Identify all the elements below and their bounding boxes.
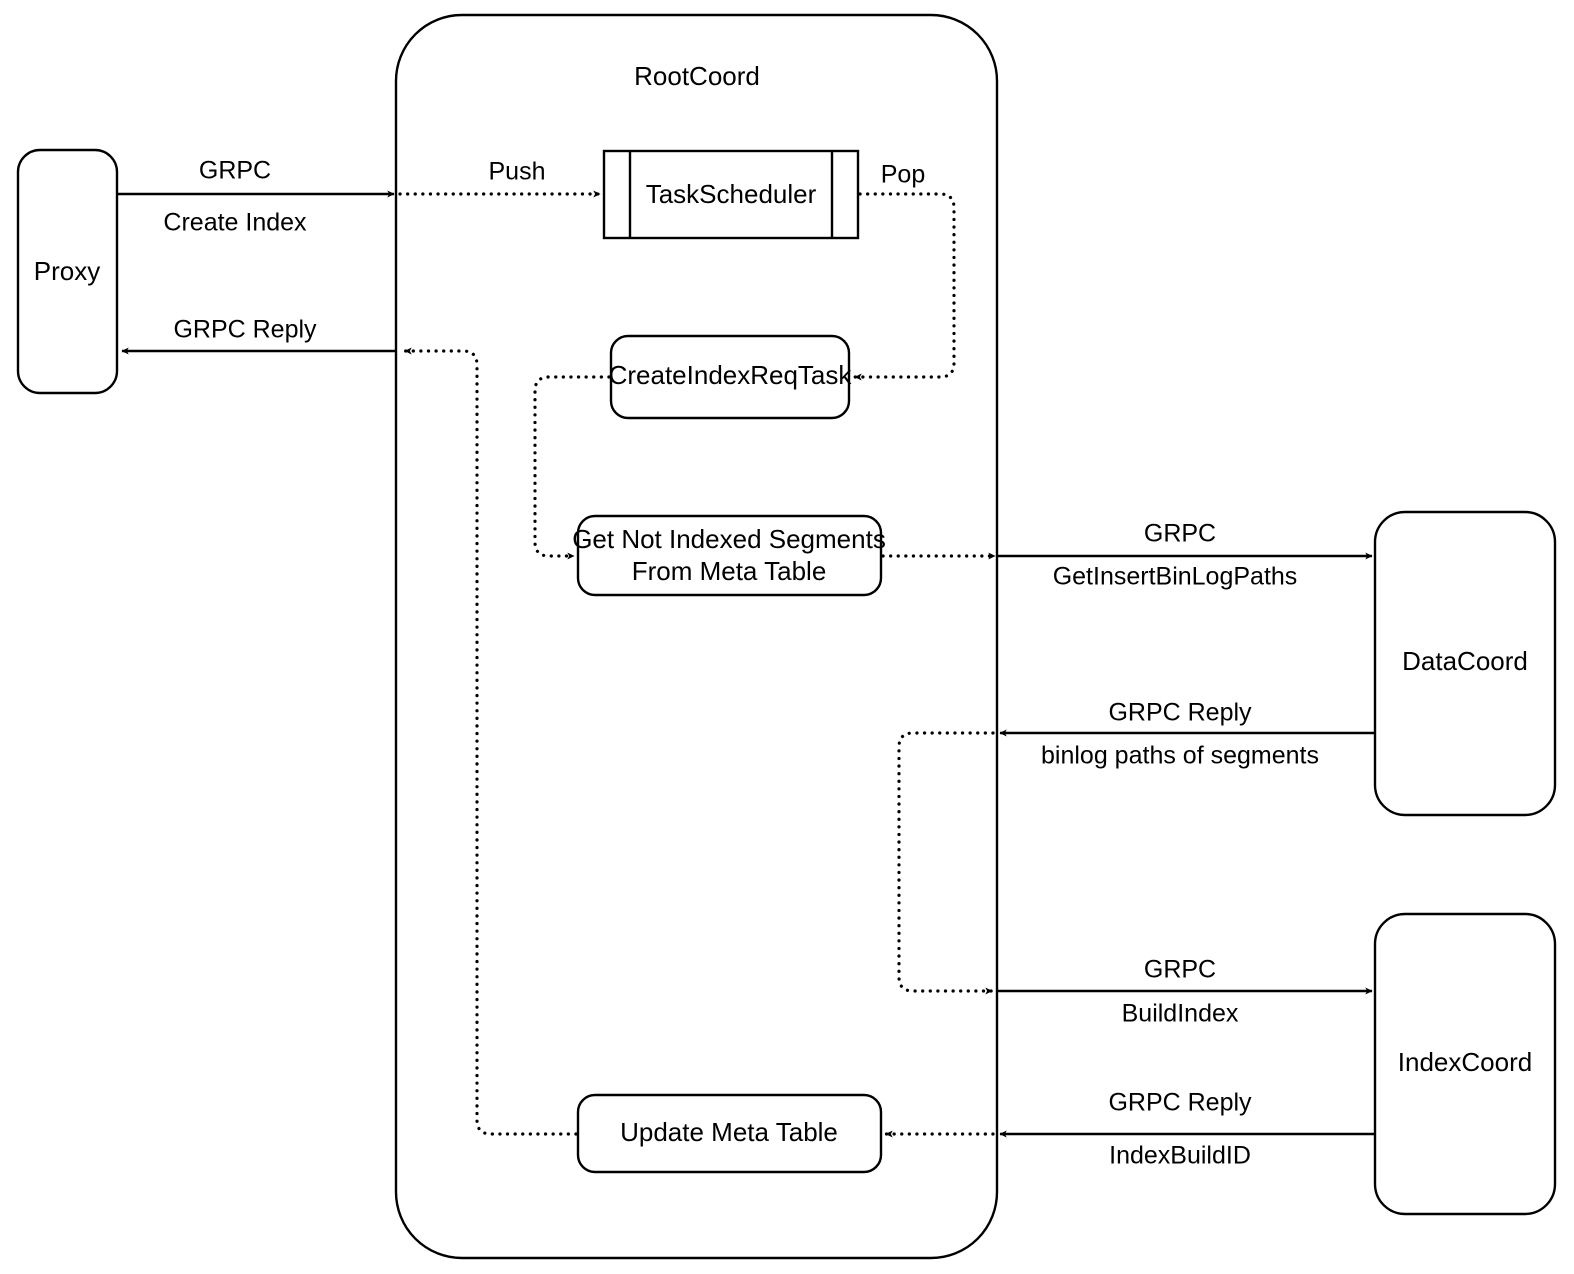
edge-datacoord-reply-label-bottom: binlog paths of segments	[1041, 742, 1319, 770]
node-data-coord-label: DataCoord	[1402, 646, 1528, 676]
node-get-not-indexed-segments-label-line2: From Meta Table	[632, 556, 827, 586]
node-proxy-label: Proxy	[34, 256, 100, 286]
node-task-scheduler-label: TaskScheduler	[646, 179, 817, 209]
edge-rootcoord-to-datacoord-label-top: GRPC	[1144, 520, 1216, 548]
edge-rootcoord-to-indexcoord-label-top: GRPC	[1144, 956, 1216, 984]
edge-binlog-to-buildindex-loop	[897, 731, 995, 995]
edge-indexcoord-reply-label-top: GRPC Reply	[1108, 1089, 1252, 1117]
rootcoord-container	[394, 13, 999, 1260]
node-index-coord-label: IndexCoord	[1398, 1047, 1532, 1077]
edge-update-meta-to-proxy-reply	[403, 347, 578, 1136]
node-update-meta-table[interactable]	[576, 1093, 883, 1174]
edge-rootcoord-to-proxy-label: GRPC Reply	[173, 316, 317, 344]
node-index-coord[interactable]	[1373, 912, 1557, 1216]
edge-push-label: Push	[489, 158, 546, 186]
edge-indexcoord-reply-label-bottom: IndexBuildID	[1109, 1142, 1251, 1170]
edge-pop-label: Pop	[881, 161, 925, 189]
node-task-scheduler[interactable]	[602, 149, 860, 240]
edge-rootcoord-to-datacoord-label-bottom: GetInsertBinLogPaths	[1053, 563, 1298, 591]
edge-task-to-get-segments	[533, 375, 611, 560]
node-create-index-req-task-label: CreateIndexReqTask	[609, 360, 853, 390]
edge-proxy-to-rootcoord-label-bottom: Create Index	[163, 209, 307, 237]
rootcoord-container-label: RootCoord	[634, 61, 760, 91]
node-get-not-indexed-segments-label-line1: Get Not Indexed Segments	[572, 524, 886, 554]
node-proxy[interactable]	[16, 148, 119, 395]
node-update-meta-table-label: Update Meta Table	[620, 1117, 838, 1147]
node-data-coord[interactable]	[1373, 510, 1557, 817]
edge-datacoord-reply-label-top: GRPC Reply	[1108, 699, 1252, 727]
edge-pop-from-scheduler	[853, 192, 956, 381]
edge-proxy-to-rootcoord-label-top: GRPC	[199, 157, 271, 185]
node-get-not-indexed-segments[interactable]	[576, 514, 883, 597]
edge-rootcoord-to-indexcoord-label-bottom: BuildIndex	[1122, 1000, 1239, 1028]
node-create-index-req-task[interactable]	[609, 334, 851, 420]
